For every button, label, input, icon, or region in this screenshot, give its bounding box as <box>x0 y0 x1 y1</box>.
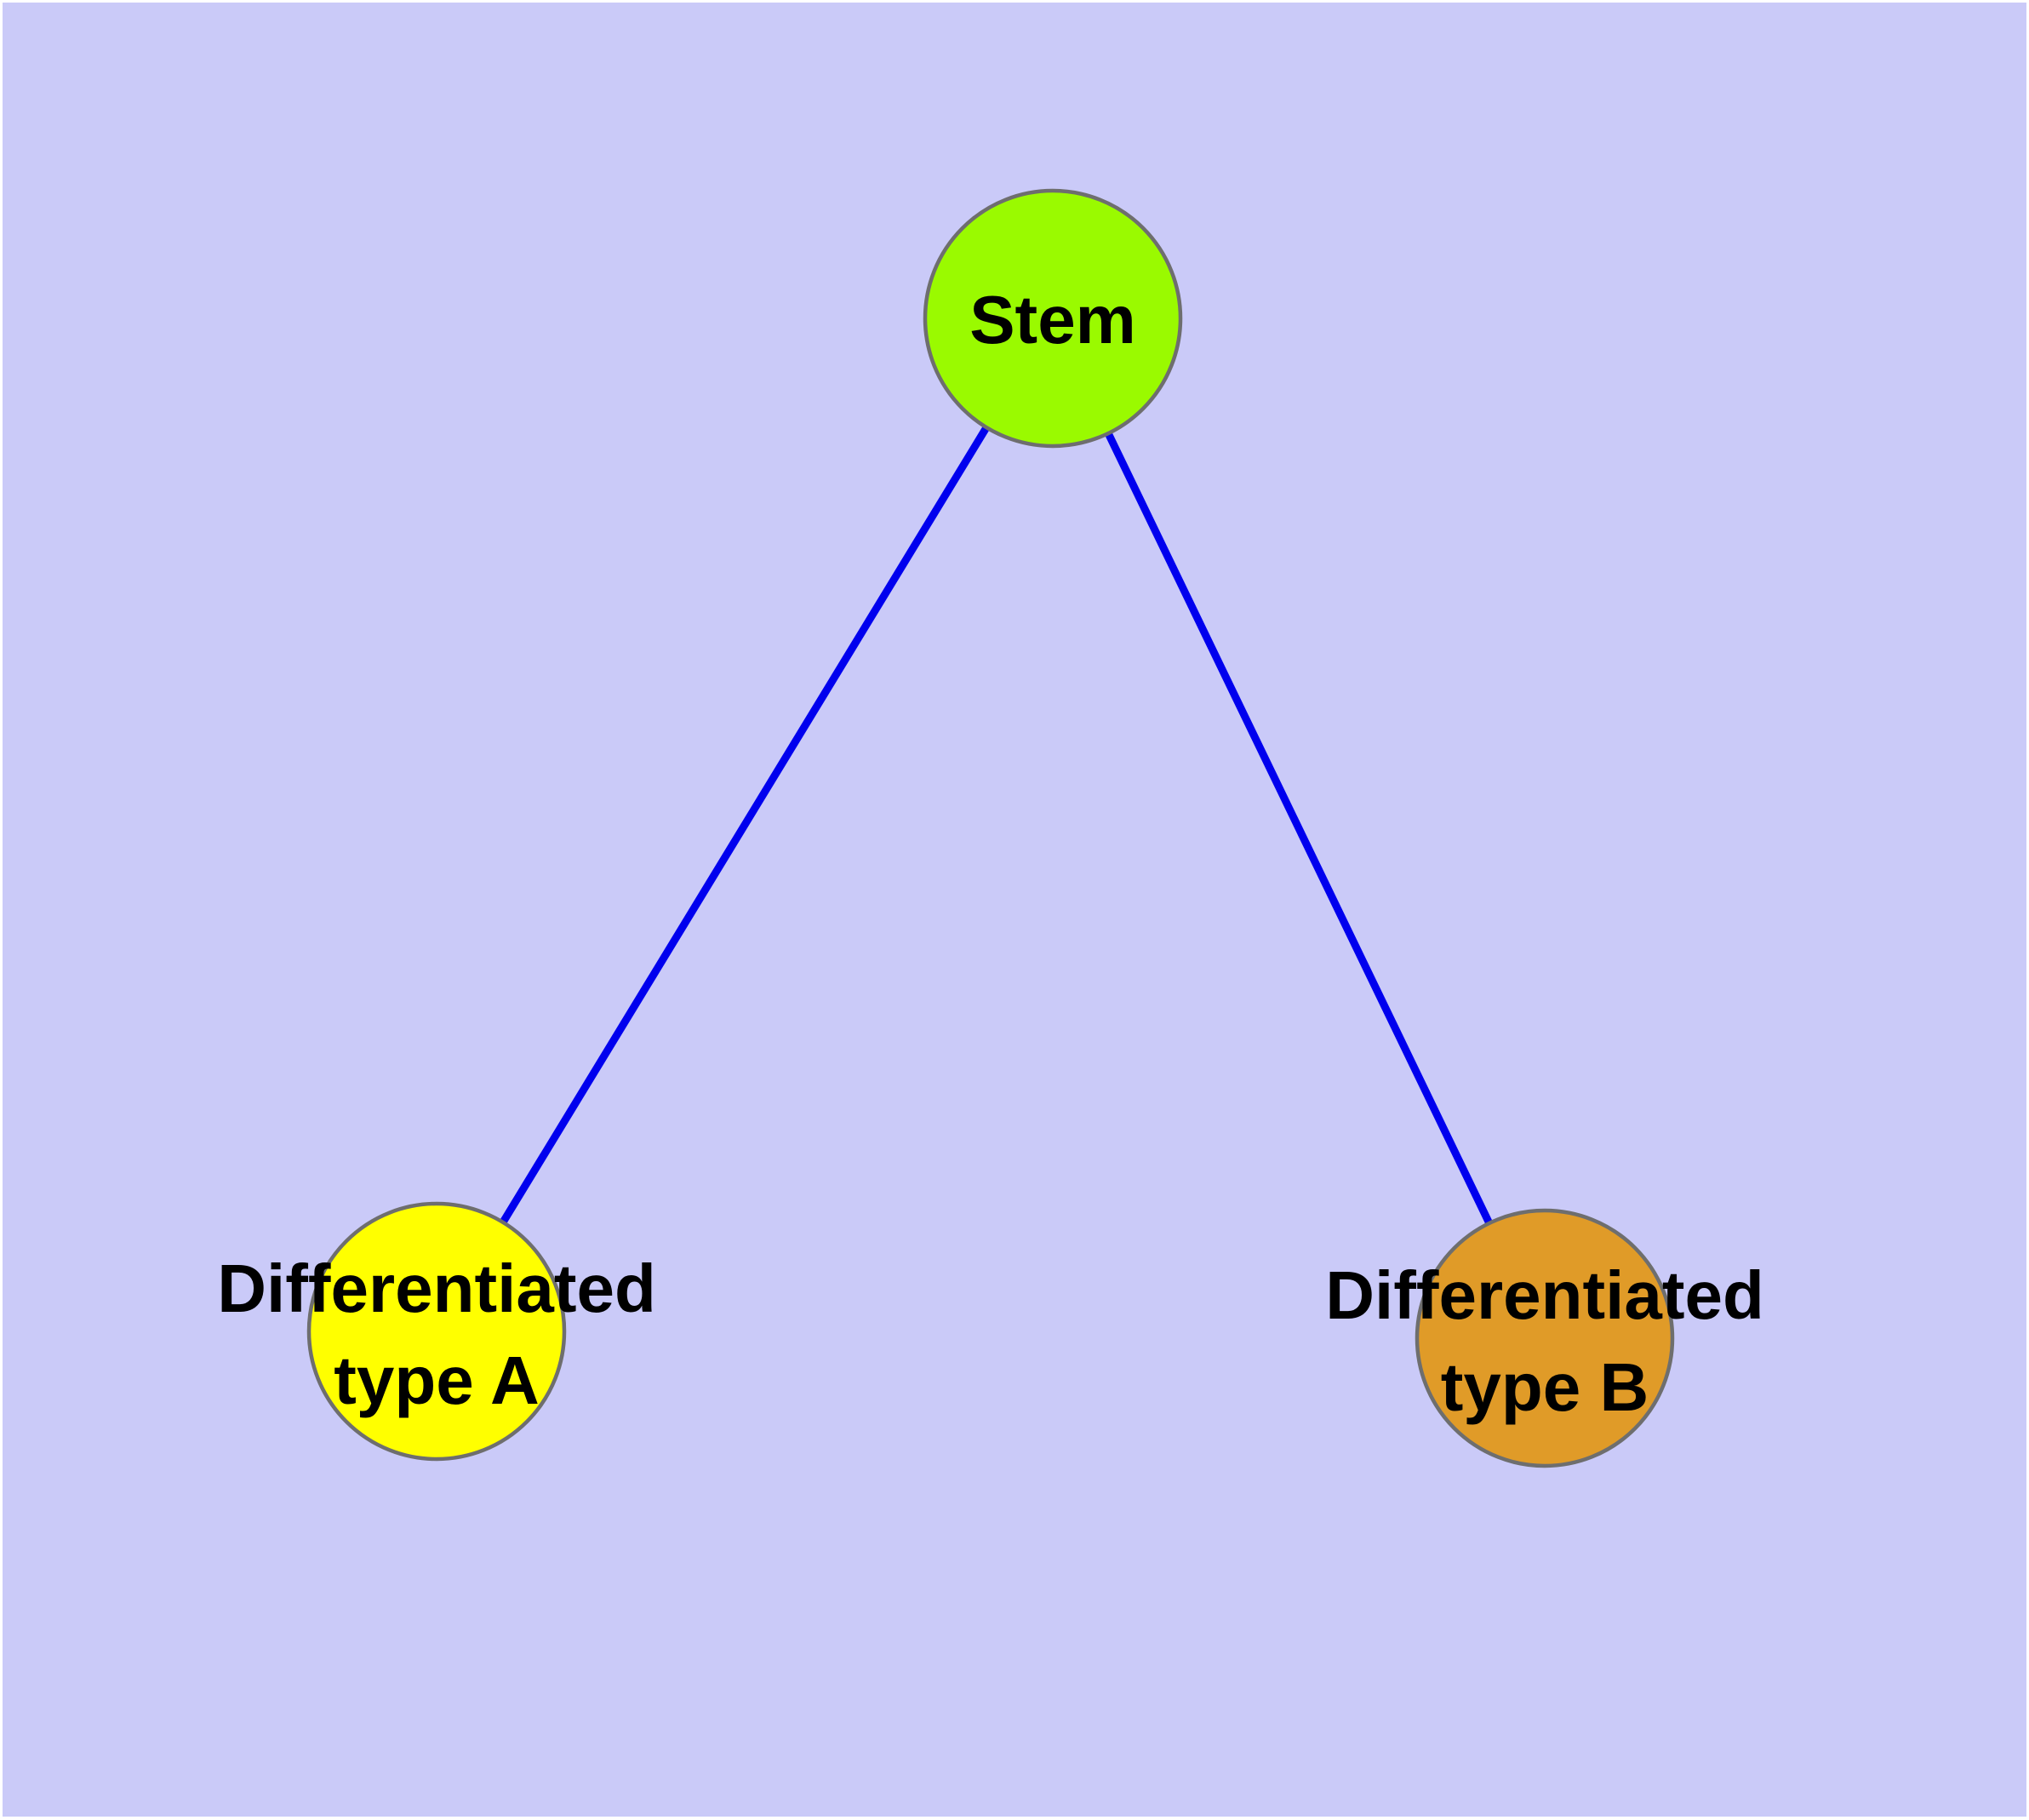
node-stem-label: Stem <box>969 282 1136 358</box>
edge-stem-to-type-b <box>1049 317 1549 1340</box>
edges-layer <box>433 316 1549 1340</box>
node-type-b-circle <box>1415 1208 1675 1468</box>
node-type-a-label-line2: type A <box>334 1342 540 1418</box>
node-type-a-circle <box>306 1201 567 1462</box>
edge-stem-to-type-a <box>433 316 1056 1334</box>
nodes-layer <box>306 188 1675 1468</box>
node-type-a-label-line1: Differentiated <box>217 1251 656 1326</box>
node-type-b-label-line2: type B <box>1441 1349 1649 1425</box>
labels-layer: Stem Differentiated type A Differentiate… <box>217 282 1764 1425</box>
node-stem-circle <box>923 188 1183 449</box>
node-type-b-label-line1: Differentiated <box>1325 1257 1764 1333</box>
